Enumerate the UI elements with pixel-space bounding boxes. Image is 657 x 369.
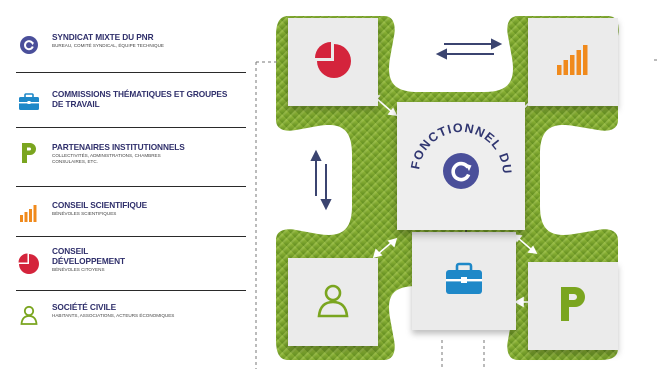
cycle-icon — [18, 34, 40, 56]
cycle-icon — [442, 152, 480, 195]
person-icon — [315, 282, 351, 323]
divider — [16, 72, 246, 73]
divider — [16, 127, 246, 128]
divider — [16, 236, 246, 237]
coeur-fonctionnel-tile: CŒUR FONCTIONNEL DU PARC — [397, 102, 525, 230]
tile-conseil-developpement — [288, 18, 378, 106]
legend-title: SOCIÉTÉ CIVILE — [52, 302, 117, 312]
bar-chart-icon — [556, 44, 590, 80]
double-arrow-horizontal — [435, 38, 503, 60]
bar-chart-icon — [18, 202, 40, 224]
pie-chart-icon — [313, 40, 353, 85]
legend: SYNDICAT MIXTE DU PNR BUREAU, COMITÉ SYN… — [12, 22, 246, 332]
divider — [16, 186, 246, 187]
tile-partenaires — [528, 262, 618, 350]
p-letter-icon — [18, 142, 40, 164]
legend-sub: BÉNÉVOLES SCIENTIFIQUES — [52, 211, 117, 216]
tile-societe-civile — [288, 258, 378, 346]
legend-sub: BÉNÉVOLES CITOYENS — [52, 267, 105, 272]
legend-title: CONSEIL SCIENTIFIQUE — [52, 200, 148, 210]
legend-title: CONSEIL DÉVELOPPEMENT — [52, 246, 125, 266]
tile-commissions — [412, 232, 516, 330]
tile-conseil-scientifique — [528, 18, 618, 106]
pie-chart-icon — [18, 253, 40, 275]
legend-sub: BUREAU, COMITÉ SYNDICAL, ÉQUIPE TECHNIQU… — [52, 43, 164, 48]
organization-diagram: CŒUR FONCTIONNEL DU PARC — [244, 0, 657, 369]
briefcase-icon — [444, 262, 484, 301]
p-letter-icon — [558, 284, 588, 329]
divider — [16, 290, 246, 291]
legend-title: COMMISSIONS THÉMATIQUES ET GROUPES DE TR… — [52, 89, 228, 109]
briefcase-icon — [18, 91, 40, 113]
legend-sub: COLLECTIVITÉS, ADMINISTRATIONS, CHAMBRES… — [52, 153, 161, 164]
legend-sub: HABITANTS, ASSOCIATIONS, ACTEURS ÉCONOMI… — [52, 313, 175, 318]
double-arrow-vertical — [310, 149, 332, 211]
legend-title: PARTENAIRES INSTITUTIONNELS — [52, 142, 185, 152]
legend-title: SYNDICAT MIXTE DU PNR — [52, 32, 154, 42]
person-icon — [18, 304, 40, 326]
